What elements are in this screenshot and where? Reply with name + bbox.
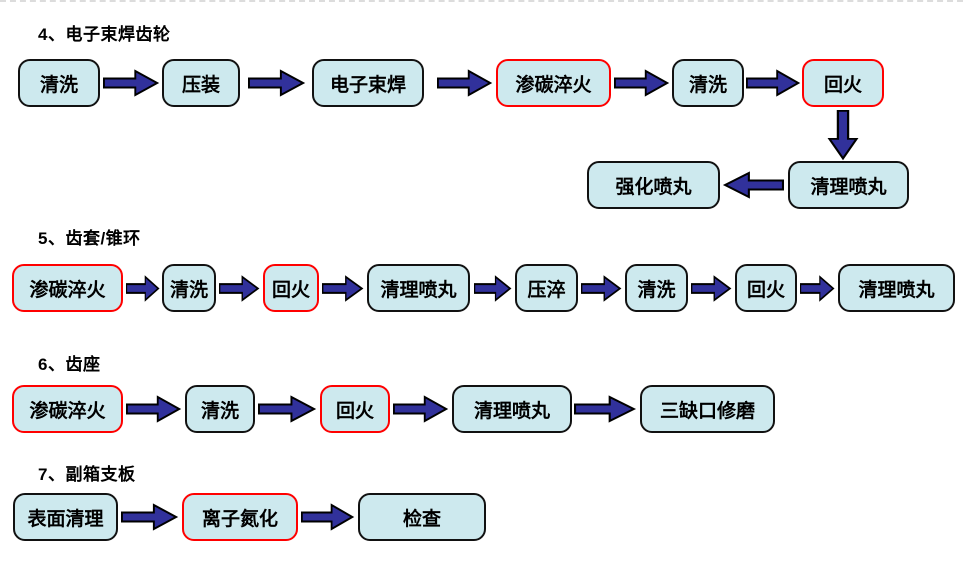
arrow-right-icon [219, 275, 260, 302]
section-title-6: 6、齿座 [38, 355, 101, 374]
flow-step-box: 强化喷丸 [587, 161, 720, 209]
flow-step-box: 清洗 [162, 264, 216, 312]
arrow-right-icon [614, 69, 670, 97]
flow-step-box: 压淬 [515, 264, 578, 312]
arrow-right-icon [258, 395, 317, 423]
arrow-right-icon [574, 395, 637, 423]
flow-step-box: 回火 [735, 264, 797, 312]
arrow-right-icon [126, 275, 160, 302]
flow-step-box: 清洗 [185, 385, 255, 433]
flow-step-box-highlighted: 渗碳淬火 [496, 59, 611, 107]
flow-step-box-highlighted: 回火 [802, 59, 884, 107]
flow-step-box: 三缺口修磨 [640, 385, 775, 433]
flow-step-box: 压装 [162, 59, 240, 107]
flow-step-box-highlighted: 渗碳淬火 [12, 264, 123, 312]
flow-step-box: 清洗 [625, 264, 688, 312]
arrow-right-icon [103, 69, 160, 97]
arrow-right-icon [800, 275, 835, 302]
flow-step-box: 清洗 [672, 59, 744, 107]
arrow-right-icon [746, 69, 801, 97]
flow-step-box: 清理喷丸 [788, 161, 909, 209]
flow-step-box: 检查 [358, 493, 486, 541]
flow-step-box: 电子束焊 [312, 59, 424, 107]
arrow-right-icon [437, 69, 493, 97]
flow-step-box-highlighted: 回火 [320, 385, 390, 433]
arrow-right-icon [581, 275, 622, 302]
arrow-right-icon [126, 395, 182, 423]
section-title-4: 4、电子束焊齿轮 [38, 25, 171, 44]
flow-step-box-highlighted: 离子氮化 [182, 493, 298, 541]
arrow-right-icon [322, 275, 364, 302]
arrow-left-icon [722, 171, 784, 199]
flow-step-box: 清理喷丸 [452, 385, 572, 433]
flow-step-box: 表面清理 [13, 493, 118, 541]
section-title-5: 5、齿套/锥环 [38, 229, 141, 248]
flow-step-box-highlighted: 回火 [263, 264, 319, 312]
top-divider [0, 0, 963, 2]
section-title-7: 7、副箱支板 [38, 465, 136, 484]
arrow-right-icon [691, 275, 732, 302]
flow-step-box: 清洗 [18, 59, 100, 107]
flow-step-box: 清理喷丸 [367, 264, 470, 312]
flow-step-box: 清理喷丸 [838, 264, 955, 312]
arrow-right-icon [301, 503, 355, 531]
flow-step-box-highlighted: 渗碳淬火 [12, 385, 123, 433]
arrow-right-icon [248, 69, 306, 97]
arrow-right-icon [393, 395, 449, 423]
arrow-right-icon [474, 275, 512, 302]
arrow-right-icon [121, 503, 179, 531]
arrow-down-icon [827, 110, 859, 161]
